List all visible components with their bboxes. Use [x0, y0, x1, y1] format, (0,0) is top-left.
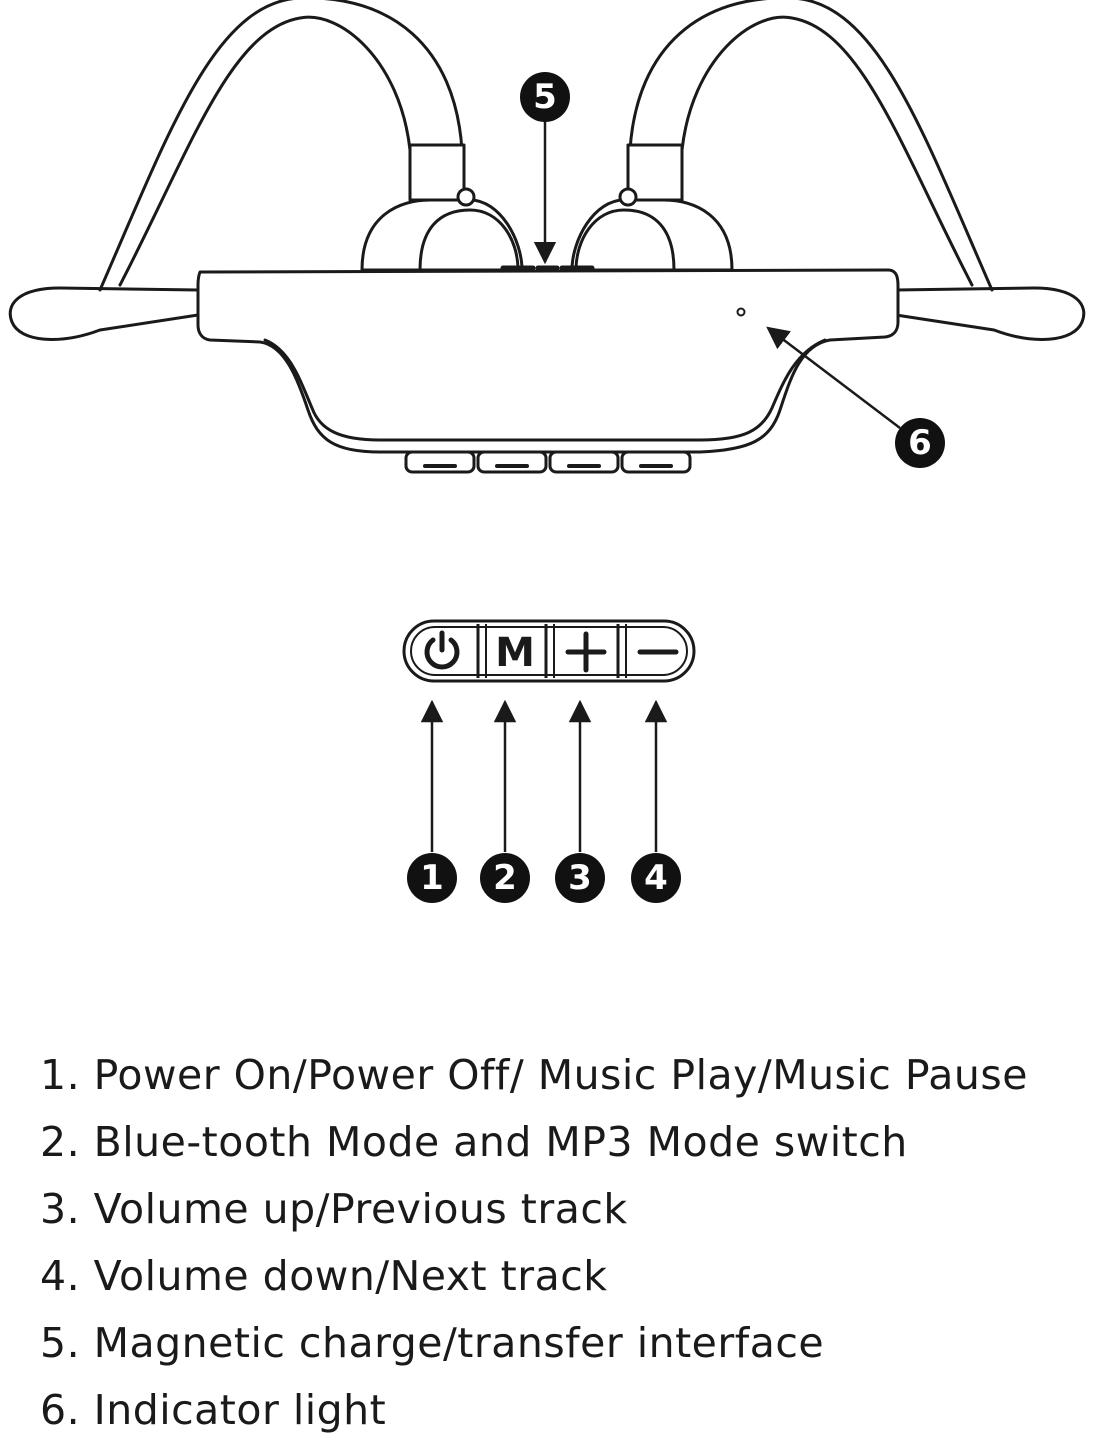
legend-item-2: 2. Blue-tooth Mode and MP3 Mode switch — [40, 1118, 908, 1166]
callout-3: 3 — [555, 699, 605, 903]
main-body — [196, 268, 900, 454]
callout-1: 1 — [407, 699, 457, 903]
callout-5: 5 — [520, 72, 570, 265]
callout-6-label: 6 — [908, 423, 932, 463]
callout-1-label: 1 — [420, 858, 444, 898]
right-band-end — [894, 286, 1086, 341]
callout-4-label: 4 — [644, 858, 668, 898]
legend-item-5: 5. Magnetic charge/transfer interface — [40, 1319, 825, 1367]
legend-item-6: 6. Indicator light — [40, 1386, 387, 1434]
body-button-2 — [476, 450, 548, 474]
legend-list: 1. Power On/Power Off/ Music Play/Music … — [40, 1042, 1080, 1444]
power-icon — [424, 630, 460, 670]
body-button-1 — [404, 450, 476, 474]
legend-item-1: 1. Power On/Power Off/ Music Play/Music … — [40, 1051, 1028, 1099]
callout-5-label: 5 — [533, 77, 557, 117]
left-ear-hook — [118, 15, 412, 287]
body-button-4 — [620, 450, 692, 474]
bone-conduction-headphone — [8, 0, 1086, 474]
left-band-end — [8, 286, 200, 341]
body-button-3 — [548, 450, 620, 474]
plus-icon — [565, 631, 607, 673]
right-stem — [626, 143, 684, 202]
left-stem — [408, 143, 466, 202]
headphone-diagram: 5 6 M — [8, 0, 1086, 903]
callout-6: 6 — [766, 326, 945, 468]
indicator-light — [736, 307, 746, 317]
legend-item-4: 4. Volume down/Next track — [40, 1252, 608, 1300]
callout-4: 4 — [631, 699, 681, 903]
button-strip: M — [402, 619, 696, 683]
right-ear-hook — [680, 15, 974, 287]
callout-2: 2 — [480, 699, 530, 903]
callout-3-label: 3 — [568, 858, 592, 898]
legend-item-3: 3. Volume up/Previous track — [40, 1185, 628, 1233]
mode-m-icon: M — [495, 630, 535, 676]
callout-2-label: 2 — [493, 858, 517, 898]
